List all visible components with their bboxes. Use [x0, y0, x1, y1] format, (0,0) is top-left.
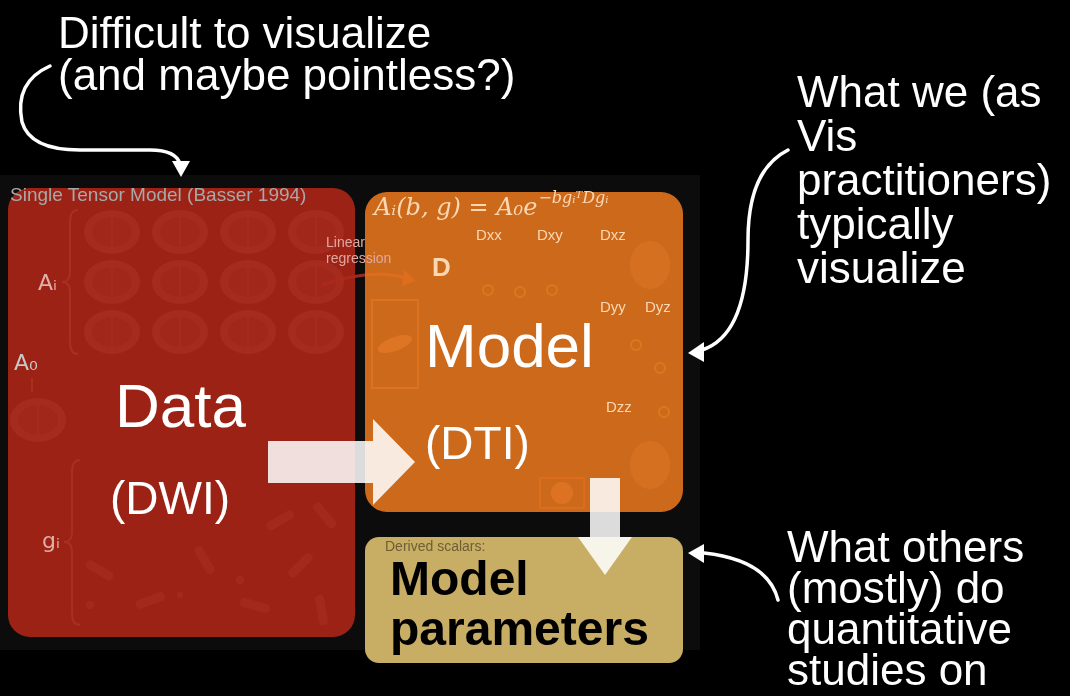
- tensor-component: Dxy: [537, 226, 563, 243]
- label-holder: −bgᵢᵀDgᵢ: [538, 188, 608, 207]
- text-holder: Data: [115, 370, 246, 441]
- annotation: What we (as Vis practitioners) typically…: [797, 70, 1059, 290]
- label-holder: D: [432, 252, 451, 283]
- label-holder: Aᵢ(b, g) = A₀e: [374, 193, 537, 221]
- data-box: Data (DWI): [8, 188, 355, 637]
- tensor-component: Dyy: [600, 298, 626, 315]
- node-text: (DTI): [425, 416, 530, 470]
- flow-arrow: [268, 419, 415, 505]
- label-holder: Dxx: [476, 226, 502, 243]
- label-holder: Dyz: [645, 298, 671, 315]
- tensor-component: Dxx: [476, 226, 502, 243]
- text-holder: Model parameters: [390, 554, 660, 654]
- text-holder: (DWI): [110, 471, 230, 525]
- node-text: Model: [425, 310, 594, 381]
- label-holder: Dxz: [600, 226, 626, 243]
- formula: Aᵢ(b, g) = A₀e: [374, 193, 537, 221]
- tensor-component: Dzz: [606, 398, 632, 415]
- node-text: (DWI): [110, 471, 230, 525]
- symbol-label: gᵢ: [42, 528, 60, 553]
- node-text: Model parameters: [390, 554, 660, 654]
- annotation: Difficult to visualize (and maybe pointl…: [58, 12, 523, 96]
- tensor-component: Dxz: [600, 226, 626, 243]
- symbol-label: Aᵢ: [38, 270, 57, 295]
- label-holder: A₀: [14, 350, 38, 375]
- symbol-label: A₀: [14, 350, 38, 375]
- formula-exponent: −bgᵢᵀDgᵢ: [538, 188, 608, 207]
- label-holder: Linear regression: [326, 234, 396, 266]
- label-holder: Dzz: [606, 398, 632, 415]
- scalar-heading: Derived scalars:: [385, 538, 485, 554]
- tensor-symbol: D: [432, 252, 451, 283]
- flow-arrow: [578, 478, 632, 575]
- label-holder: gᵢ: [42, 528, 60, 553]
- node-text: Data: [115, 370, 246, 441]
- label-holder: Difficult to visualize (and maybe pointl…: [58, 12, 523, 96]
- text-holder: Model: [425, 310, 594, 381]
- label-holder: Dyy: [600, 298, 626, 315]
- label-holder: Derived scalars:: [385, 538, 485, 554]
- step-label: Linear regression: [326, 234, 396, 266]
- label-holder: What we (as Vis practitioners) typically…: [797, 70, 1059, 290]
- label-holder: What others (mostly) do quantitative stu…: [787, 526, 1049, 690]
- label-holder: Dxy: [537, 226, 563, 243]
- annotation: What others (mostly) do quantitative stu…: [787, 526, 1049, 690]
- parameters-box: Model parameters: [365, 537, 683, 663]
- label-holder: Aᵢ: [38, 270, 57, 295]
- slide-title: Single Tensor Model (Basser 1994): [10, 184, 306, 206]
- text-holder: (DTI): [425, 416, 530, 470]
- tensor-component: Dyz: [645, 298, 671, 315]
- label-holder: Single Tensor Model (Basser 1994): [10, 184, 306, 206]
